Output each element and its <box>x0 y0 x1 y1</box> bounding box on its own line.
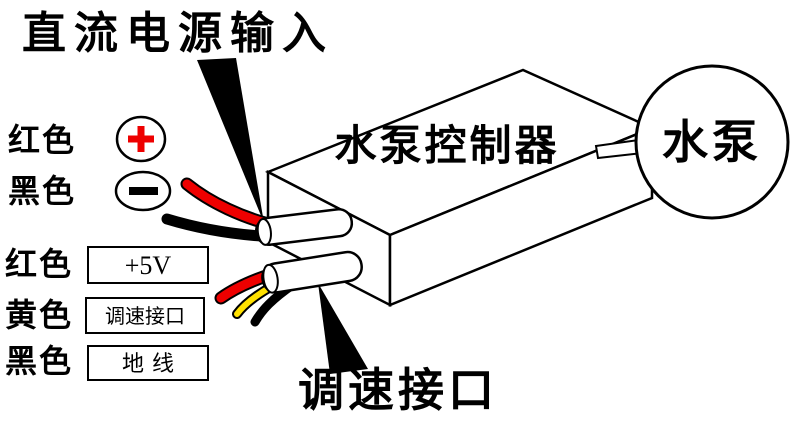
speed-interface-arrow <box>318 283 368 374</box>
plus-icon <box>128 126 154 152</box>
pump-label: 水泵 <box>662 117 762 168</box>
pin-label-speed: 调速接口 <box>105 305 185 328</box>
plus-terminal <box>115 115 167 163</box>
pin-label-ground: 地线 <box>122 351 182 376</box>
power-input-arrow <box>197 58 264 223</box>
controller-label: 水泵控制器 <box>334 123 559 170</box>
controller-box-front-face <box>388 126 654 307</box>
power-cable-sleeve-cap <box>256 217 272 246</box>
pin-box-speed <box>85 297 205 334</box>
pump-circle <box>634 64 790 220</box>
interface-cable-sleeve <box>261 250 363 294</box>
speed-interface-title: 调速接口 <box>298 365 498 416</box>
minus-terminal <box>114 170 172 212</box>
dc-power-input-title: 直流电源输入 <box>22 9 334 58</box>
power-black-label: 黑色 <box>8 173 76 209</box>
interface-cable-sleeve-cap <box>262 263 279 294</box>
interface-black-label: 黑色 <box>5 343 73 379</box>
pin-label-5v: +5V <box>125 251 172 280</box>
pin-box-5v <box>87 246 209 284</box>
power-cable-sleeve <box>254 207 354 247</box>
power-cable-sleeve-body <box>254 207 354 247</box>
interface-red-label: 红色 <box>5 246 73 282</box>
pin-box-ground <box>87 345 209 381</box>
power-red-label: 红色 <box>8 122 76 158</box>
interface-yellow-label: 黄色 <box>5 297 73 333</box>
